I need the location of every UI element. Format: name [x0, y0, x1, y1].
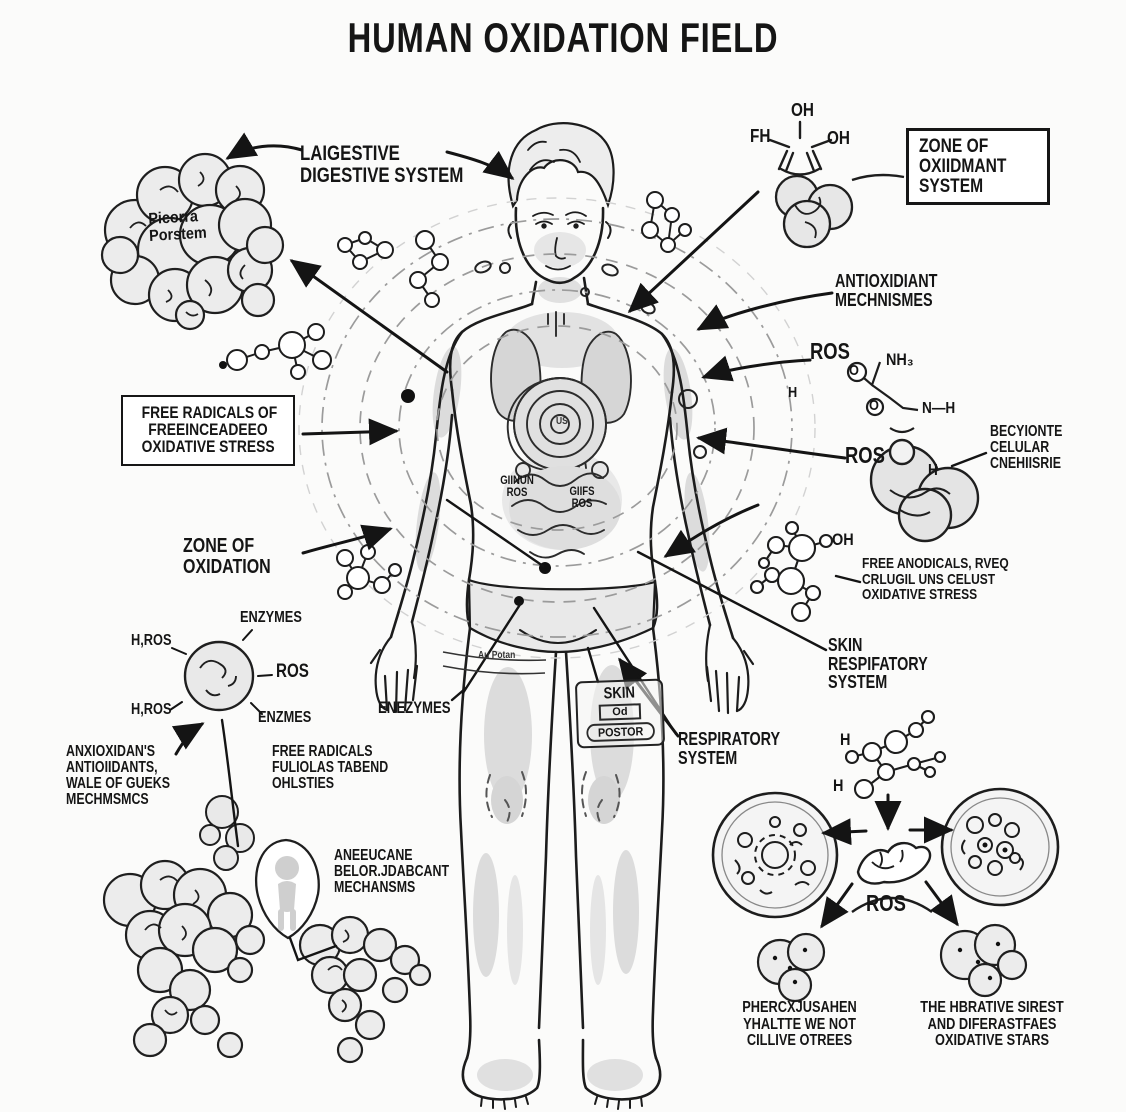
label-h-ros-bottom: H,ROS [131, 701, 172, 718]
ros-arc [851, 896, 933, 913]
bottom-left-cluster [102, 859, 266, 1059]
left-foot [461, 1038, 542, 1101]
arrows [171, 132, 959, 929]
body-shading [415, 232, 710, 1091]
h1-label: H [840, 730, 851, 749]
petri-dish-left [711, 791, 839, 919]
plain-lines [169, 451, 988, 962]
skin-thigh-box: SKIN Od POSTOR [574, 678, 666, 749]
hair [507, 122, 615, 209]
skin-box-line1: SKIN [603, 684, 636, 703]
bottom-right-molecule [844, 709, 947, 800]
intestines [511, 472, 607, 559]
free-radicals-box: FREE RADICALS OF FREEINCEADEEO OXIDATIVE… [121, 395, 295, 467]
nh3-label: NH₃ [886, 350, 914, 369]
label-ros-right-upper: ROS [810, 338, 850, 364]
skin-box-line3: POSTOR [586, 721, 656, 743]
waist-tag: Au Potan [478, 650, 516, 661]
head [514, 206, 605, 285]
cellular-blob [869, 438, 980, 543]
bottom-blob-left [756, 932, 826, 1003]
label-ros-left: ROS [276, 661, 309, 682]
left-hand [369, 620, 419, 714]
o2-label: O [869, 397, 879, 414]
face [532, 211, 587, 271]
waist-band [442, 651, 547, 675]
h-small-label: H [788, 384, 798, 401]
nh-label: N—H [922, 400, 956, 417]
knee-lines [485, 771, 621, 823]
fh-label: FH [750, 126, 771, 146]
label-enzymes-top: ENZYMES [240, 609, 302, 626]
oh-molecule [749, 520, 834, 623]
right-hand [705, 623, 755, 715]
oh-top-label: OH [791, 100, 814, 120]
label-enzmes: ENZMES [258, 709, 312, 726]
bottom-blob-right [939, 923, 1028, 998]
h2-label: H [833, 776, 844, 795]
organ-tiny-label: US [556, 416, 568, 427]
right-foot [581, 1038, 662, 1101]
oh-right-label: OH [827, 128, 850, 148]
bottom-mid-cluster [298, 915, 432, 1064]
top-right-molecule [768, 120, 833, 176]
oxidant-blob [774, 174, 854, 249]
zone-of-oxidant-box: ZONE OF OXIIDMANT SYSTEM [906, 128, 1050, 206]
h-blob-label: H [928, 462, 938, 479]
o1-label: O [849, 362, 859, 379]
label-h-ros-top: H,ROS [131, 632, 172, 649]
label-enezymes: ENEZYMES [378, 699, 451, 717]
balloon-cell [254, 838, 320, 940]
digestive-cell-cluster [100, 152, 285, 331]
scattered-molecules [219, 191, 692, 600]
label-ros-bottom: ROS [866, 890, 906, 916]
nh3-molecule [846, 361, 919, 434]
label-ros-right-lower: ROS [845, 442, 885, 468]
skin-box-line2: Od [598, 703, 642, 721]
mouth-blob [856, 841, 932, 885]
blob-box-connector [851, 173, 905, 182]
enzyme-cell [183, 640, 255, 712]
oh-mid-label: OH [832, 530, 854, 549]
page-title: HUMAN OXIDATION FIELD [347, 14, 779, 61]
petri-dish-right [940, 787, 1060, 907]
small-cluster [199, 795, 255, 871]
